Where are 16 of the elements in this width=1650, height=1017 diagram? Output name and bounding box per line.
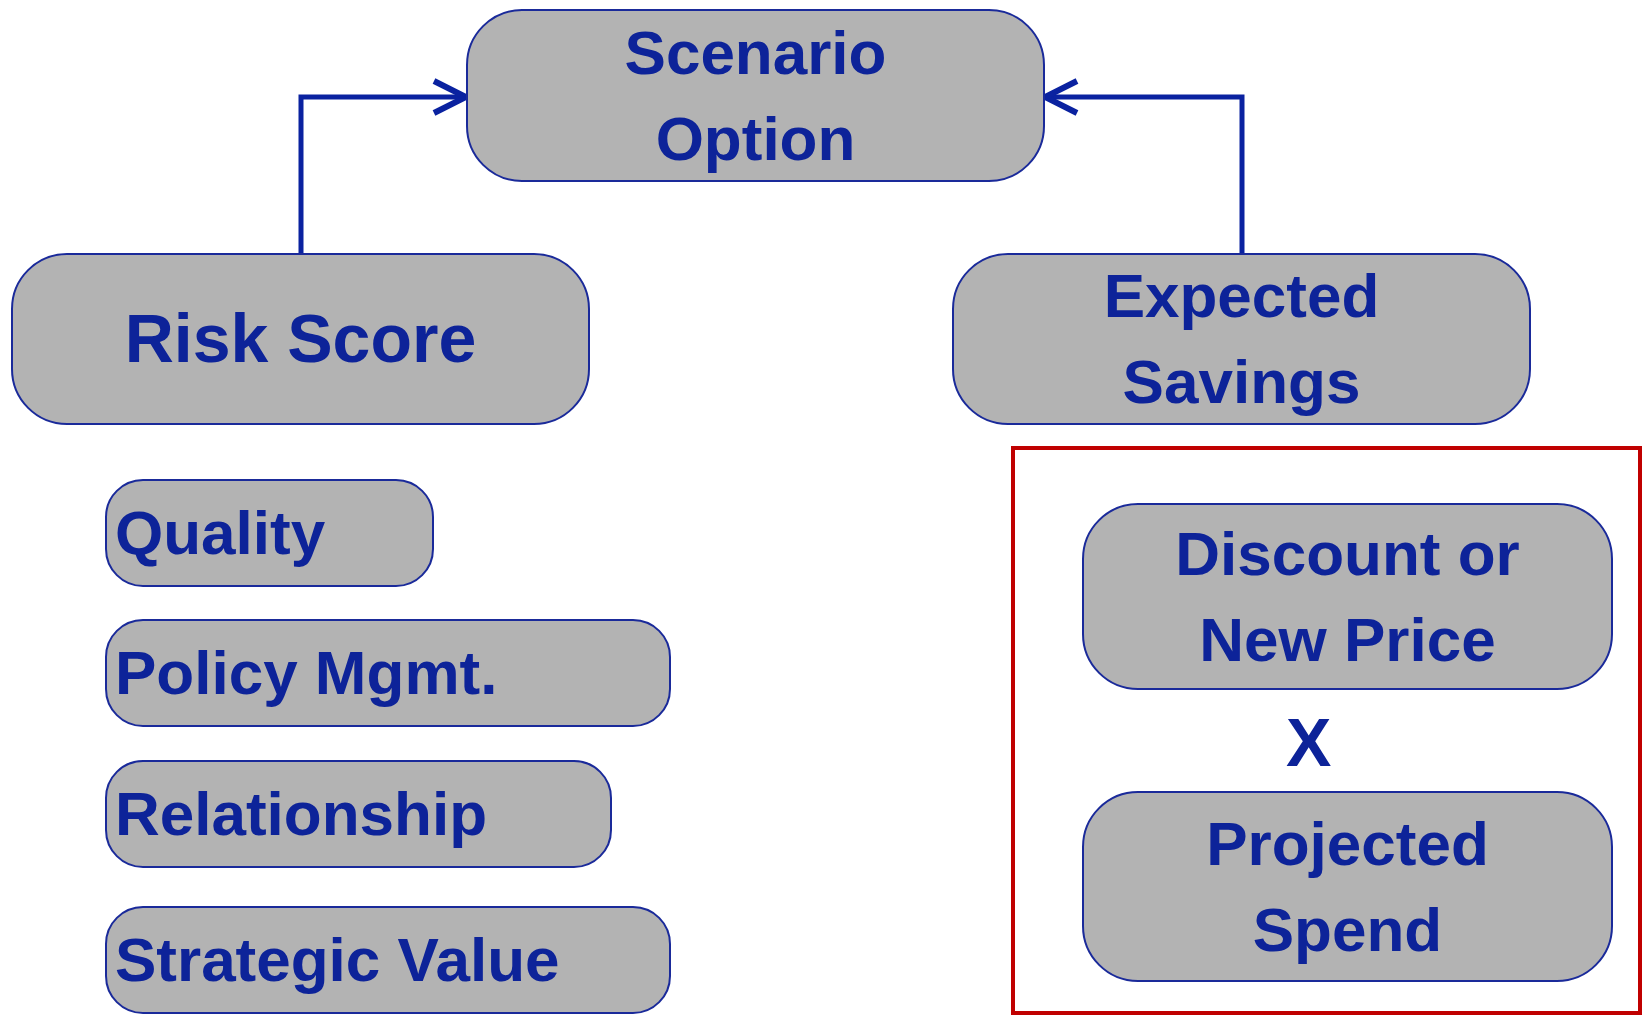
node-label: Discount or New Price	[1174, 517, 1521, 676]
rounded-box	[952, 253, 1531, 425]
rounded-box	[466, 9, 1045, 182]
node-label: Risk Score	[124, 299, 477, 379]
rounded-box	[1082, 503, 1613, 690]
node-label: Scenario Option	[623, 16, 888, 175]
rounded-box	[1082, 791, 1613, 982]
rounded-box	[105, 760, 612, 868]
rounded-box	[11, 253, 590, 425]
rounded-box	[105, 479, 434, 587]
rounded-box	[105, 906, 671, 1014]
node-label: Projected Spend	[1205, 807, 1490, 966]
frame-box	[1011, 446, 1642, 1015]
multiply-sign: X	[1286, 708, 1332, 776]
rounded-box	[105, 619, 671, 727]
node-label: Expected Savings	[1102, 260, 1381, 418]
